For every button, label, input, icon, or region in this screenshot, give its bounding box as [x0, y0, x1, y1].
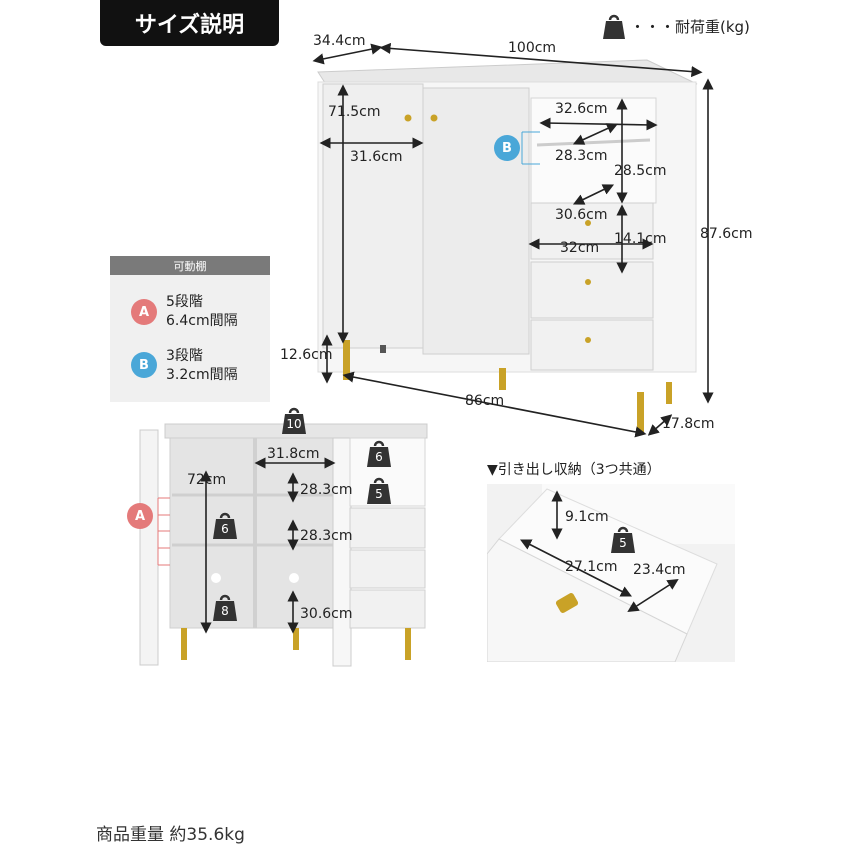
dim-leg-height: 12.6cm — [280, 347, 333, 363]
dim-inner-width: 31.8cm — [267, 446, 320, 462]
load-right-top-value: 6 — [375, 450, 383, 464]
dim-shelf-height: 28.5cm — [614, 163, 667, 179]
dim-drawer-depth: 30.6cm — [555, 207, 608, 223]
weight-icon-top: 10 — [281, 405, 307, 435]
dim-door-width: 31.6cm — [350, 149, 403, 165]
dim-total-height: 87.6cm — [700, 226, 753, 242]
dim-leg-depth: 17.8cm — [662, 416, 715, 432]
load-bottom-value: 8 — [221, 604, 229, 618]
open-marker-a: A — [127, 503, 153, 529]
marker-b: B — [494, 135, 520, 161]
dim-shelf-gap-1: 28.3cm — [300, 482, 353, 498]
dim-drawer-width: 32cm — [560, 240, 600, 256]
load-legend-label: ・・・耐荷重(kg) — [630, 18, 750, 36]
legend-a-text: 5段階 6.4cm間隔 — [166, 293, 238, 331]
open-cabinet-diagram — [139, 423, 428, 667]
dim-drawer-inner-height: 9.1cm — [565, 509, 609, 525]
load-top-value: 10 — [286, 417, 302, 431]
load-legend: ・・・耐荷重(kg) — [602, 13, 750, 40]
legend-marker-a: A — [131, 299, 157, 325]
weight-icon-left-shelf: 6 — [212, 510, 238, 540]
dim-shelf-gap-2: 28.3cm — [300, 528, 353, 544]
page-title: サイズ説明 — [100, 0, 279, 46]
shelf-legend-header: 可動棚 — [110, 256, 270, 275]
load-drawer-value: 5 — [619, 536, 627, 550]
dim-inner-height: 72cm — [187, 472, 227, 488]
drawer-section-title: ▼引き出し収納（3つ共通） — [487, 462, 661, 478]
weight-icon-bottom: 8 — [212, 592, 238, 622]
load-right-shelf-value: 5 — [375, 487, 383, 501]
load-left-shelf-value: 6 — [221, 522, 229, 536]
legend-b-text: 3段階 3.2cm間隔 — [166, 347, 238, 385]
legend-b-line2: 3.2cm間隔 — [166, 367, 238, 383]
weight-icon-drawer: 5 — [610, 524, 636, 554]
product-weight: 商品重量 約35.6kg — [96, 825, 245, 845]
dim-width: 100cm — [508, 40, 557, 56]
dim-leg-span: 86cm — [465, 393, 505, 409]
drawer-photo — [486, 484, 735, 663]
legend-b-line1: 3段階 — [166, 348, 203, 364]
weight-icon — [603, 14, 625, 39]
dim-depth: 34.4cm — [313, 33, 366, 49]
dim-drawer-height: 14.1cm — [614, 231, 667, 247]
dim-door-height: 71.5cm — [328, 104, 381, 120]
legend-a-line1: 5段階 — [166, 294, 203, 310]
dim-shelf-width: 32.6cm — [555, 101, 608, 117]
legend-marker-b: B — [131, 352, 157, 378]
main-cabinet-diagram — [312, 42, 714, 438]
drawer-illustration — [486, 484, 735, 663]
legend-a-line2: 6.4cm間隔 — [166, 313, 238, 329]
shelf-legend — [110, 256, 270, 402]
dim-shelf-depth: 28.3cm — [555, 148, 608, 164]
weight-icon-right-shelf: 5 — [366, 475, 392, 505]
dim-drawer-inner-width: 23.4cm — [633, 562, 686, 578]
weight-icon-right-top: 6 — [366, 438, 392, 468]
dim-drawer-length: 27.1cm — [565, 559, 618, 575]
dim-bottom-gap: 30.6cm — [300, 606, 353, 622]
